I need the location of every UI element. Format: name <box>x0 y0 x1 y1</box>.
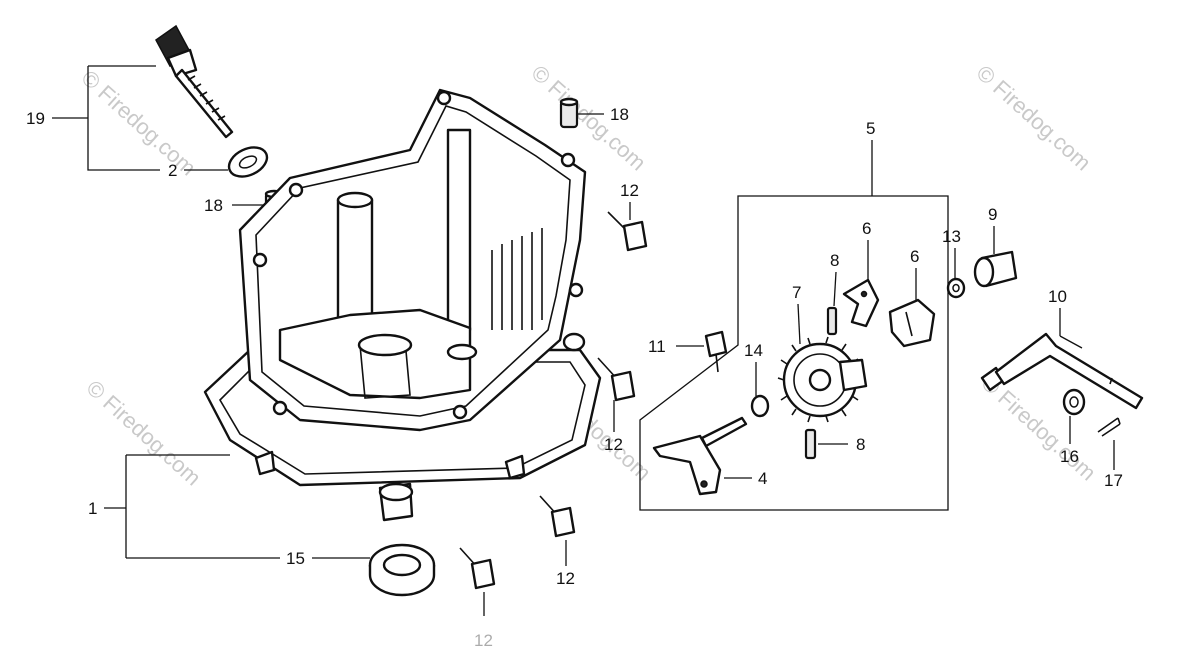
callout-2: 2 <box>168 161 177 180</box>
flange-bolt-upper <box>607 211 648 252</box>
shaft-washer <box>1062 388 1086 416</box>
callout-16: 16 <box>1060 447 1079 466</box>
oil-seal <box>368 543 436 597</box>
callout-numbers: 19 2 18 18 12 12 12 12 1 15 5 6 6 13 9 8… <box>26 105 1123 650</box>
dowel-pin-top <box>559 97 579 129</box>
callout-8-lower: 8 <box>856 435 865 454</box>
governor-pin-upper <box>826 306 838 336</box>
governor-weight-right <box>888 298 936 348</box>
governor-pin-lower <box>804 428 817 460</box>
crankcase-cover <box>203 88 602 522</box>
governor-gear <box>777 336 868 423</box>
governor-assembly-bracket <box>639 140 949 511</box>
callout-5: 5 <box>866 119 875 138</box>
governor-shaft <box>980 332 1144 410</box>
callout-10: 10 <box>1048 287 1067 306</box>
callout-11: 11 <box>648 337 666 356</box>
cotter-pin <box>1097 417 1121 437</box>
governor-washer <box>750 394 770 418</box>
flange-bolt-lower <box>539 495 576 538</box>
governor-weight-left <box>842 278 880 328</box>
callout-15: 15 <box>286 549 305 568</box>
callout-12-mid: 12 <box>604 435 623 454</box>
callout-19: 19 <box>26 109 45 128</box>
callout-1: 1 <box>88 499 97 518</box>
callout-12-lower: 12 <box>556 569 575 588</box>
callout-4: 4 <box>758 469 767 488</box>
callout-14: 14 <box>744 341 763 360</box>
watermark-4: © Firedog.com <box>82 375 206 490</box>
governor-holder <box>973 250 1018 288</box>
callout-12-upper: 12 <box>620 181 639 200</box>
thrust-washer <box>946 277 966 299</box>
flange-bolt-bottom <box>459 547 496 590</box>
callout-6-left: 6 <box>862 219 871 238</box>
callout-18-top: 18 <box>610 105 629 124</box>
callout-13: 13 <box>942 227 961 246</box>
flange-bolt-mid <box>597 357 636 402</box>
callout-12-bottom: 12 <box>474 631 493 650</box>
governor-arm <box>652 416 748 496</box>
callout-17: 17 <box>1104 471 1123 490</box>
callout-8-upper: 8 <box>830 251 839 270</box>
callout-6-right: 6 <box>910 247 919 266</box>
callout-7: 7 <box>792 283 801 302</box>
sealing-washer <box>227 146 269 178</box>
callout-9: 9 <box>988 205 997 224</box>
governor-bolt <box>704 330 728 373</box>
leader-lines <box>52 65 1115 616</box>
watermark-3: © Firedog.com <box>972 60 1096 175</box>
oil-filler-cap-dipstick <box>155 24 234 139</box>
callout-18-left: 18 <box>204 196 223 215</box>
